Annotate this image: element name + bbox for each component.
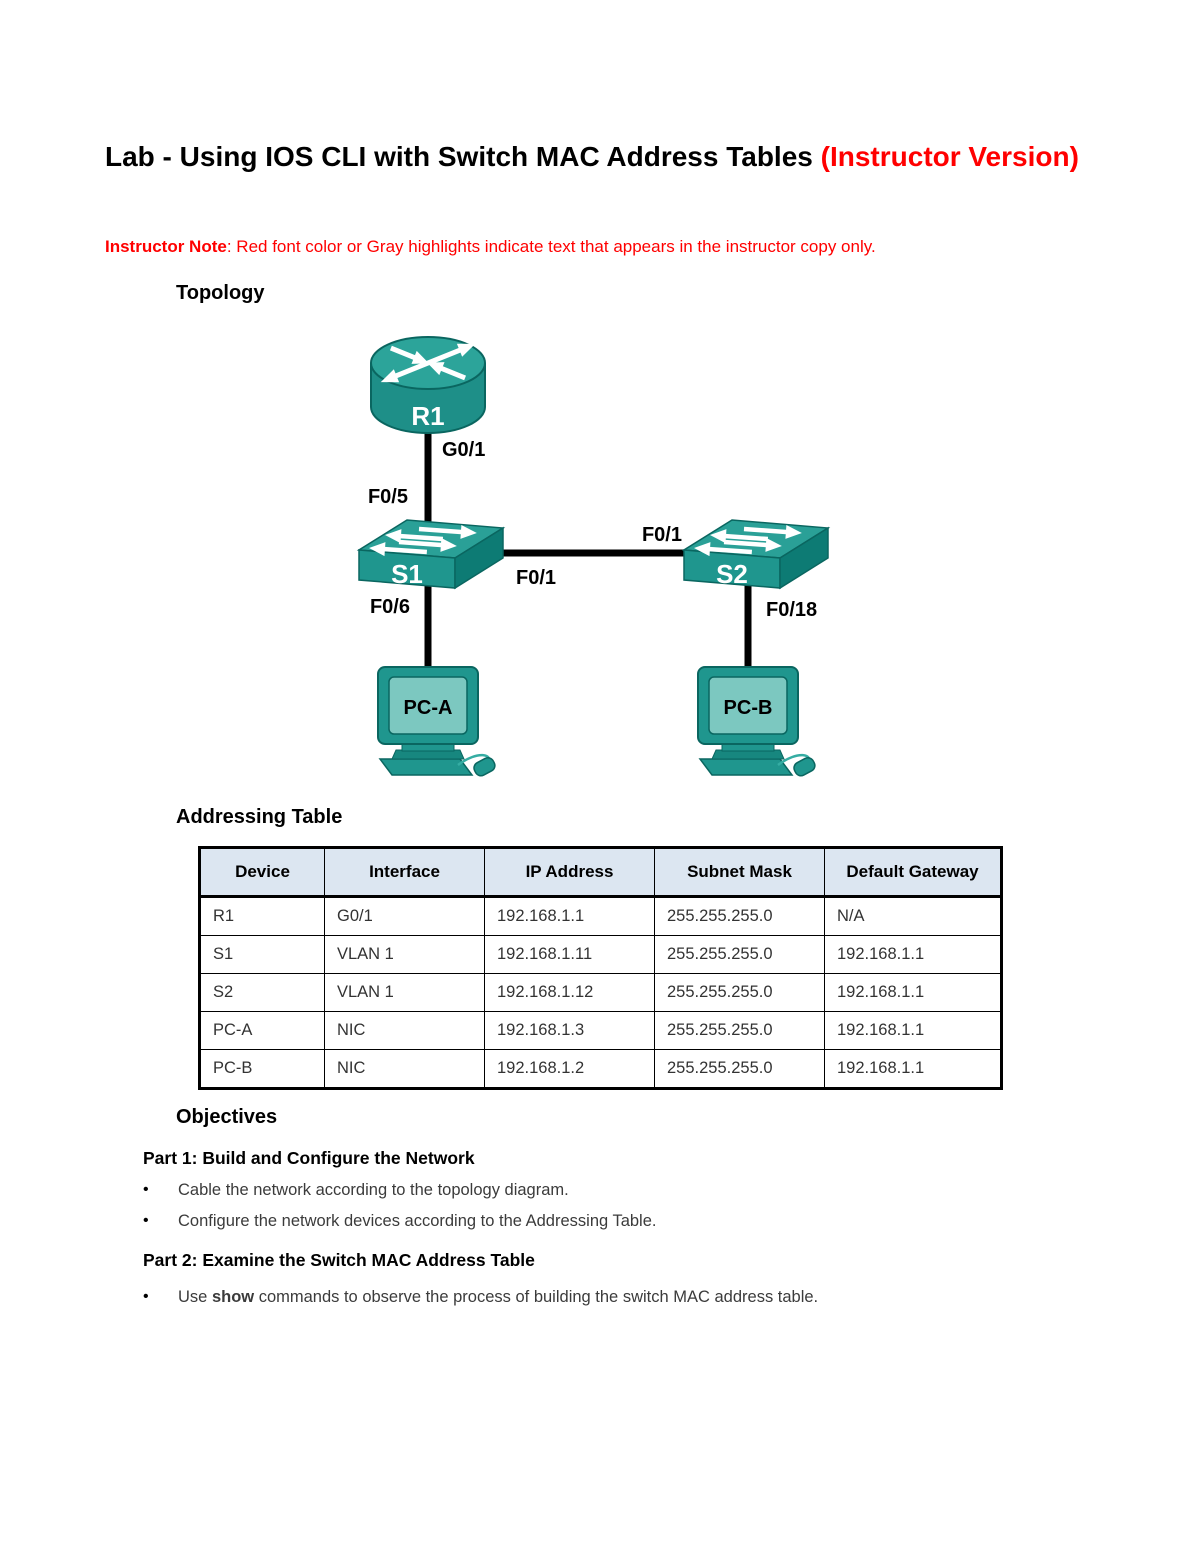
router-r1-icon: R1 (370, 336, 486, 434)
topology-heading: Topology (176, 282, 265, 304)
port-label-f0-18: F0/18 (766, 599, 817, 621)
table-row: S1 VLAN 1 192.168.1.11 255.255.255.0 192… (199, 935, 1002, 974)
addressing-table-container: Device Interface IP Address Subnet Mask … (198, 846, 1003, 1090)
cell-mask: 255.255.255.0 (654, 1049, 825, 1089)
cell-interface: G0/1 (324, 896, 485, 936)
cell-mask: 255.255.255.0 (654, 1011, 825, 1050)
cell-gateway: N/A (824, 896, 1002, 936)
cell-gateway: 192.168.1.1 (824, 973, 1002, 1012)
addressing-table-heading: Addressing Table (176, 806, 343, 828)
cell-interface: VLAN 1 (324, 973, 485, 1012)
cell-device: PC-B (199, 1049, 325, 1089)
port-label-s2-f0-1: F0/1 (642, 524, 682, 546)
table-row: R1 G0/1 192.168.1.1 255.255.255.0 N/A (199, 896, 1002, 936)
cell-mask: 255.255.255.0 (654, 896, 825, 936)
page-title-instructor-suffix: (Instructor Version) (820, 141, 1079, 172)
column-header-interface: Interface (324, 847, 485, 898)
table-row: PC-A NIC 192.168.1.3 255.255.255.0 192.1… (199, 1011, 1002, 1050)
column-header-gateway: Default Gateway (824, 847, 1002, 898)
bullet-item: • Configure the network devices accordin… (143, 1212, 1093, 1231)
column-header-device: Device (199, 847, 325, 898)
instructor-note: Instructor Note: Red font color or Gray … (105, 236, 1105, 258)
switch-s1-label: S1 (391, 559, 423, 589)
bullet-text: Use show commands to observe the process… (178, 1288, 818, 1307)
objectives-heading: Objectives (176, 1106, 278, 1128)
switch-s2-label: S2 (716, 559, 748, 589)
instructor-note-label: Instructor Note (105, 237, 227, 256)
pc-b-icon: PC-B (697, 666, 816, 777)
column-header-ip: IP Address (484, 847, 655, 898)
page-title: Lab - Using IOS CLI with Switch MAC Addr… (105, 134, 1095, 180)
bullet-text-show-command: show (211, 1288, 255, 1306)
port-label-s1-f0-1: F0/1 (516, 567, 556, 589)
addressing-table: Device Interface IP Address Subnet Mask … (198, 846, 1003, 1090)
table-row: S2 VLAN 1 192.168.1.12 255.255.255.0 192… (199, 973, 1002, 1012)
cell-interface: VLAN 1 (324, 935, 485, 974)
table-header-row: Device Interface IP Address Subnet Mask … (199, 847, 1002, 898)
bullet-text-prefix: Use (178, 1288, 212, 1306)
table-row: PC-B NIC 192.168.1.2 255.255.255.0 192.1… (199, 1049, 1002, 1089)
cell-device: PC-A (199, 1011, 325, 1050)
page-title-text: Lab - Using IOS CLI with Switch MAC Addr… (105, 141, 821, 172)
port-label-f0-6: F0/6 (370, 596, 410, 618)
bullet-text: Configure the network devices according … (178, 1212, 657, 1230)
cell-interface: NIC (324, 1049, 485, 1089)
bullet-marker: • (143, 1181, 149, 1198)
pc-a-icon: PC-A (377, 666, 496, 777)
bullet-text: Cable the network according to the topol… (178, 1181, 569, 1199)
bullet-marker: • (143, 1288, 149, 1305)
cell-ip: 192.168.1.12 (484, 973, 655, 1012)
bullet-item: • Use show commands to observe the proce… (143, 1288, 1093, 1307)
bullet-item: • Cable the network according to the top… (143, 1181, 1093, 1200)
part1-heading: Part 1: Build and Configure the Network (143, 1148, 475, 1168)
cell-ip: 192.168.1.3 (484, 1011, 655, 1050)
switch-s1-icon: S1 (356, 519, 506, 590)
port-label-f0-5: F0/5 (368, 486, 408, 508)
cell-ip: 192.168.1.2 (484, 1049, 655, 1089)
cell-mask: 255.255.255.0 (654, 935, 825, 974)
part2-heading: Part 2: Examine the Switch MAC Address T… (143, 1250, 535, 1270)
cell-device: S2 (199, 973, 325, 1012)
instructor-note-text: : Red font color or Gray highlights indi… (226, 237, 876, 256)
switch-s2-icon: S2 (681, 519, 831, 590)
cell-device: S1 (199, 935, 325, 974)
cell-gateway: 192.168.1.1 (824, 935, 1002, 974)
port-label-g0-1: G0/1 (442, 439, 485, 461)
router-r1-label: R1 (411, 401, 444, 431)
cell-interface: NIC (324, 1011, 485, 1050)
cell-gateway: 192.168.1.1 (824, 1011, 1002, 1050)
bullet-text-suffix: commands to observe the process of build… (254, 1288, 819, 1306)
cell-gateway: 192.168.1.1 (824, 1049, 1002, 1089)
router-arrows-icon (380, 343, 476, 383)
cell-device: R1 (199, 896, 325, 936)
cell-mask: 255.255.255.0 (654, 973, 825, 1012)
cell-ip: 192.168.1.1 (484, 896, 655, 936)
column-header-mask: Subnet Mask (654, 847, 825, 898)
cell-ip: 192.168.1.11 (484, 935, 655, 974)
bullet-marker: • (143, 1212, 149, 1229)
pc-a-label: PC-A (404, 697, 453, 719)
pc-b-label: PC-B (724, 697, 773, 719)
topology-diagram: G0/1 F0/5 F0/1 F0/1 F0/6 F0/18 (356, 336, 831, 777)
